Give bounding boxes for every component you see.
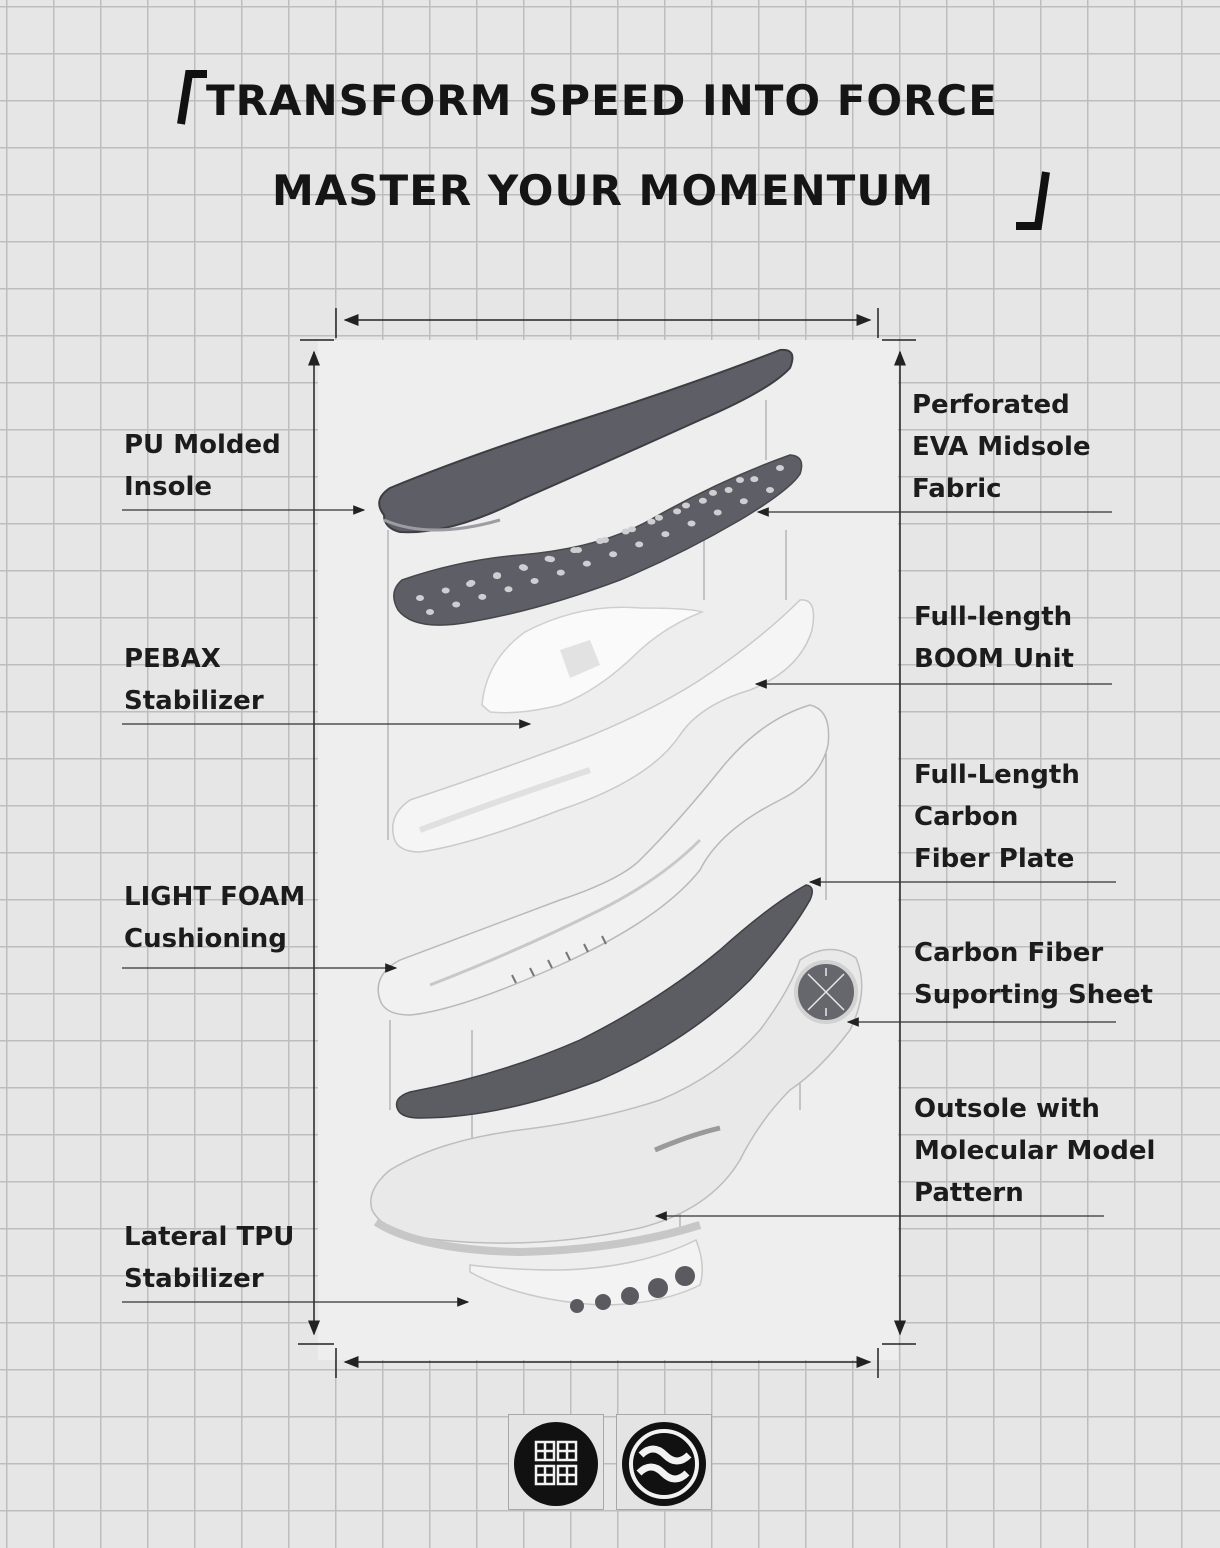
outsole-layer: [370, 948, 863, 1257]
perforation-hole: [750, 476, 759, 483]
label-line: Insole: [124, 472, 213, 502]
perforated-midsole-layer: [393, 454, 803, 626]
carbon-plate-layer: [377, 704, 830, 1016]
label-line: Molecular Model: [914, 1136, 1156, 1166]
perforation-hole: [776, 465, 784, 471]
label-line: Carbon: [914, 802, 1019, 832]
insole-layer: [378, 348, 794, 534]
perforation-hole: [520, 564, 528, 571]
perforation-hole: [673, 508, 682, 515]
perforation-hole: [682, 502, 690, 509]
perforation-hole: [530, 578, 539, 584]
bracket-open-icon: [167, 68, 207, 126]
bracket-close-icon: [1012, 170, 1054, 232]
perforation-hole: [647, 518, 656, 525]
perforation-hole: [426, 609, 434, 615]
label-line: EVA Midsole: [912, 432, 1091, 462]
label-boom-unit: Full-length BOOM Unit: [914, 596, 1074, 680]
label-line: PU Molded: [124, 430, 281, 460]
brand-logo-left: [508, 1414, 604, 1510]
perforation-hole: [466, 581, 474, 587]
perforation-hole: [601, 537, 609, 543]
perforation-hole: [478, 593, 487, 600]
label-line: PEBAX: [124, 644, 221, 674]
label-line: Full-length: [914, 602, 1073, 632]
perforation-hole: [709, 489, 717, 496]
tpu-stabilizer-layer: [469, 1238, 703, 1313]
label-line: LIGHT FOAM: [124, 882, 306, 912]
perforation-hole: [739, 498, 748, 505]
dimension-lines: [298, 308, 916, 1378]
brand-logo-right: [616, 1414, 712, 1510]
brand-pattern-icon: [514, 1422, 598, 1506]
label-line: Stabilizer: [124, 1264, 264, 1294]
perforation-hole: [609, 551, 618, 558]
label-carbon-fiber-plate: Full-Length Carbon Fiber Plate: [914, 754, 1080, 880]
label-line: Stabilizer: [124, 686, 264, 716]
label-line: Fiber Plate: [914, 844, 1075, 874]
label-carbon-fiber-sheet: Carbon Fiber Suporting Sheet: [914, 932, 1153, 1016]
label-light-foam-cushioning: LIGHT FOAM Cushioning: [124, 876, 305, 960]
perforation-hole: [713, 509, 722, 516]
label-outsole-molecular-pattern: Outsole with Molecular Model Pattern: [914, 1088, 1155, 1214]
right-leader-lines: [654, 507, 1116, 1221]
perforation-hole: [724, 487, 733, 493]
label-line: Outsole with: [914, 1094, 1100, 1124]
perforation-hole: [698, 497, 707, 504]
headline-line-1: TRANSFORM SPEED INTO FORCE: [206, 76, 998, 125]
perforation-hole: [547, 556, 555, 563]
label-line: Carbon Fiber: [914, 938, 1104, 968]
boom-unit-layer: [392, 599, 815, 853]
label-line: Lateral TPU: [124, 1222, 295, 1252]
perforation-hole: [655, 514, 663, 521]
perforation-hole: [504, 586, 513, 593]
headline-line-2: MASTER YOUR MOMENTUM: [272, 166, 935, 215]
perforation-hole: [628, 526, 636, 533]
label-line: BOOM Unit: [914, 644, 1074, 674]
pebax-stabilizer-layer: [481, 606, 705, 714]
perforation-hole: [574, 547, 582, 553]
perforation-hole: [736, 477, 744, 483]
label-perforated-eva-midsole: Perforated EVA Midsole Fabric: [912, 384, 1091, 510]
perforation-hole: [621, 528, 630, 535]
perforation-hole: [441, 587, 450, 594]
label-pebax-stabilizer: PEBAX Stabilizer: [124, 638, 264, 722]
perforation-hole: [661, 531, 670, 538]
perforation-hole: [556, 569, 565, 576]
perforation-hole: [452, 601, 461, 608]
perforation-hole: [635, 541, 644, 548]
brand-wave-icon: [622, 1422, 706, 1506]
perforation-hole: [582, 560, 591, 567]
perforation-hole: [416, 595, 424, 601]
label-line: Pattern: [914, 1178, 1024, 1208]
label-pu-molded-insole: PU Molded Insole: [124, 424, 281, 508]
perforation-hole: [493, 573, 501, 580]
label-line: Fabric: [912, 474, 1002, 504]
left-leader-lines: [122, 505, 532, 1307]
label-lateral-tpu-stabilizer: Lateral TPU Stabilizer: [124, 1216, 294, 1300]
label-line: Perforated: [912, 390, 1070, 420]
carbon-sheet-layer: [395, 884, 813, 1119]
perforation-hole: [766, 487, 774, 493]
label-line: Suporting Sheet: [914, 980, 1153, 1010]
perforation-hole: [687, 520, 696, 527]
label-line: Cushioning: [124, 924, 287, 954]
label-line: Full-Length: [914, 760, 1080, 790]
